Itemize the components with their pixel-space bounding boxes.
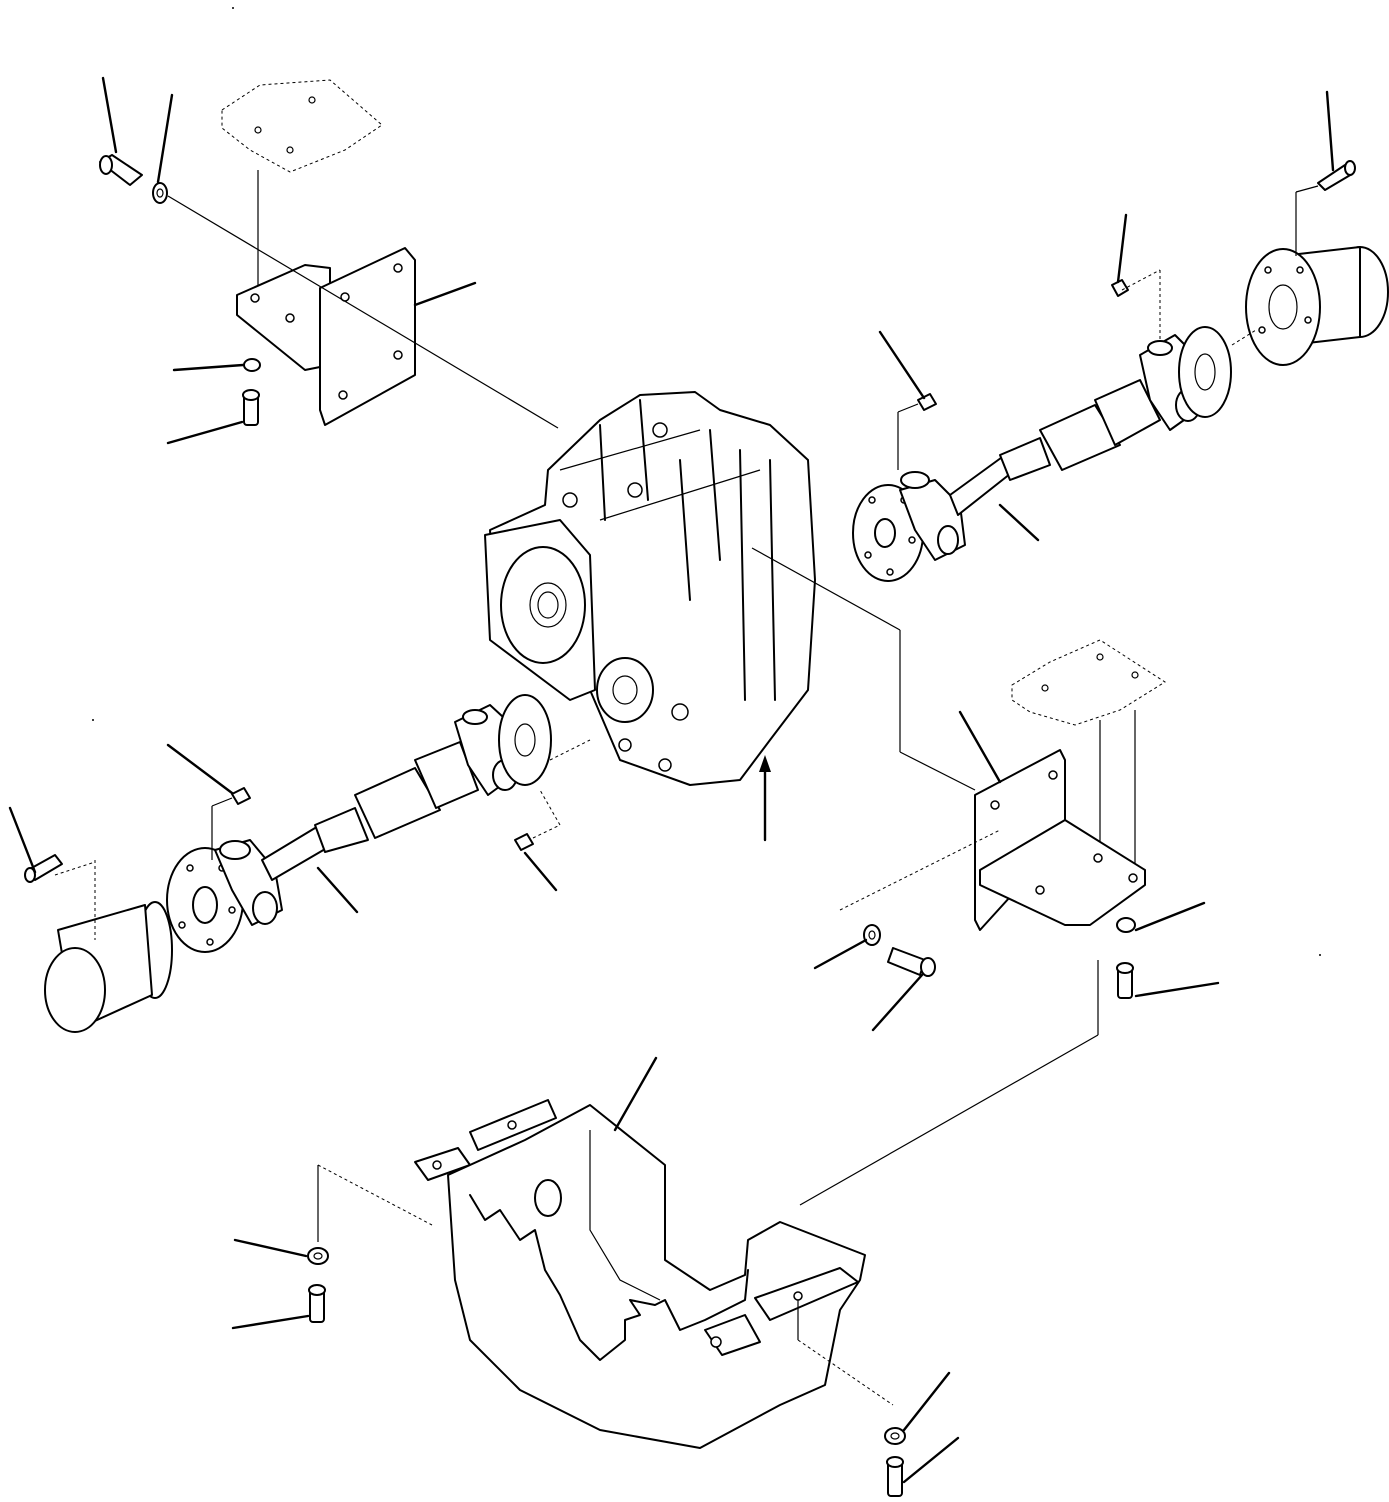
leader-line — [998, 503, 1040, 542]
upper-left-mounting-bracket — [99, 79, 559, 429]
nut — [917, 393, 937, 411]
leader-line — [8, 806, 37, 874]
leader-line — [958, 710, 1002, 784]
leader-line — [156, 93, 174, 184]
nut — [1111, 279, 1129, 297]
bottom-guard-shield — [307, 1099, 906, 1497]
bolt — [886, 1456, 904, 1497]
right-mounting-bracket — [751, 547, 1166, 1206]
leader-line — [902, 1436, 960, 1484]
washer — [307, 1247, 329, 1265]
transmission-housing — [484, 391, 816, 842]
leader-line — [871, 973, 924, 1032]
washer — [152, 182, 168, 204]
bolt — [1317, 160, 1356, 191]
bolt — [24, 854, 63, 883]
bolt — [1116, 962, 1134, 999]
leader-line — [1134, 901, 1206, 932]
leader-line — [413, 281, 477, 307]
leader-line — [101, 76, 118, 154]
washer — [863, 924, 881, 946]
callout-leader-lines — [8, 76, 1335, 1484]
leader-line — [1134, 981, 1220, 998]
leader-line — [523, 851, 558, 892]
leader-line — [166, 743, 234, 795]
bolt — [242, 389, 260, 426]
leader-line — [1116, 213, 1128, 284]
lower-left-driveshaft — [24, 694, 591, 1033]
nut — [514, 833, 534, 851]
bolt — [887, 947, 936, 977]
nut — [231, 787, 251, 805]
leader-line — [233, 1238, 308, 1258]
leader-line — [231, 1314, 310, 1330]
leader-line — [1325, 90, 1335, 172]
nut — [1116, 917, 1136, 933]
washer — [884, 1427, 906, 1445]
leader-line — [316, 866, 359, 914]
upper-right-driveshaft — [852, 160, 1389, 582]
leader-line — [166, 420, 244, 445]
leader-line — [878, 330, 926, 400]
leader-line — [902, 1371, 951, 1432]
leader-line — [813, 938, 868, 970]
bolt — [99, 154, 143, 186]
bolt — [308, 1284, 326, 1323]
leader-line — [172, 363, 245, 372]
leader-line — [613, 1056, 658, 1132]
nut — [243, 358, 261, 372]
